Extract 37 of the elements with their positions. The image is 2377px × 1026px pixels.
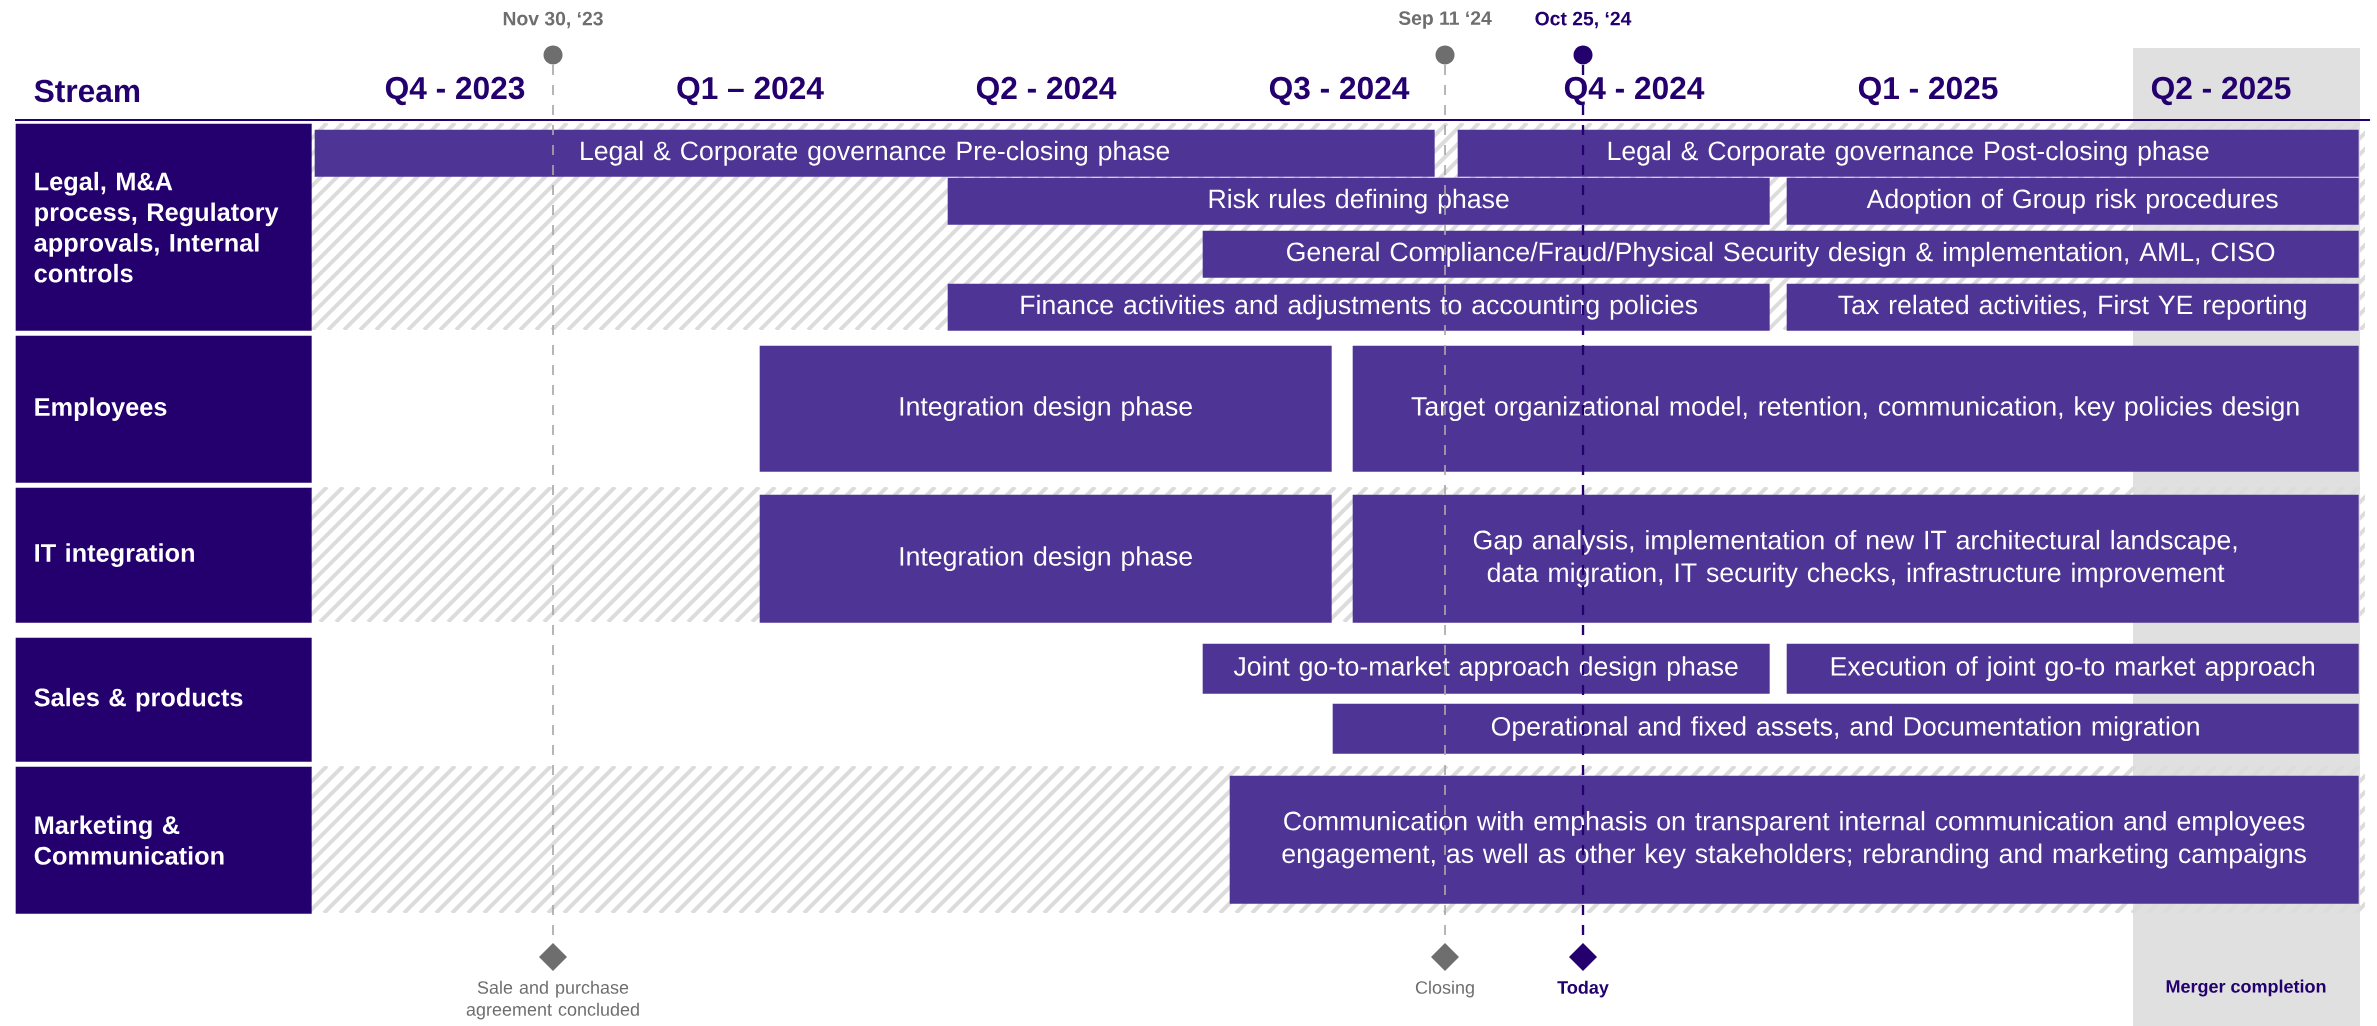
milestone-label: Sale and purchase agreement concluded (466, 980, 639, 1020)
node-label: Risk rules defining phase (1209, 188, 1509, 214)
milestone-label: Closing (1415, 980, 1474, 998)
task-bar: Gap analysis, implementation of new IT architectural landscape, data migration, IT security checks, infrastructure improvement (1352, 494, 2359, 623)
column-header: Q3 - 2024 (1269, 76, 1410, 106)
task-bar: Integration design phase (759, 345, 1332, 472)
stream-cell: Employees (15, 335, 312, 483)
milestone-label: Merger completion (2166, 979, 2326, 997)
milestone-label: Today (1557, 980, 1609, 998)
node-label: Adoption of Group risk procedures (1866, 188, 2278, 214)
task-bar: Legal & Corporate governance Pre-closing phase (314, 129, 1435, 177)
task-bar: General Compliance/Fraud/Physical Security design & implementation, AML, CISO (1202, 230, 2359, 278)
stream-cell: Sales & products (15, 637, 312, 762)
task-bar: Communication with emphasis on transparent internal communication and employees engagement, as well as other key stakeholders; rebranding and marketing campaigns (1229, 775, 2359, 904)
milestone-date: Sep 11 ‘24 (1398, 11, 1492, 29)
node-label: Legal & Corporate governance Post-closing phase (1608, 140, 2209, 166)
task-bar: Integration design phase (759, 494, 1332, 623)
task-bar: Operational and fixed assets, and Documentation migration (1332, 703, 2359, 754)
column-header: Q4 - 2023 (385, 76, 525, 106)
task-bar: Execution of joint go-to market approach (1786, 643, 2359, 694)
node-label: Legal, M&A process, Regulatory approvals, Internal controls (34, 171, 279, 283)
stream-cell: Marketing & Communication (15, 766, 312, 914)
task-bar: Joint go-to-market approach design phase (1202, 643, 1770, 694)
column-header: Q2 - 2025 (2151, 76, 2291, 106)
task-bar: Adoption of Group risk procedures (1786, 177, 2359, 225)
milestone-date: Oct 25, ‘24 (1535, 11, 1632, 29)
task-bar: Legal & Corporate governance Post-closing phase (1457, 129, 2359, 177)
milestone-date: Nov 30, ‘23 (503, 11, 603, 29)
column-header: Q2 - 2024 (976, 76, 1117, 106)
column-header: Q4 - 2024 (1564, 76, 1705, 106)
column-header: Q1 - 2025 (1858, 76, 1998, 106)
task-bar: Tax related activities, First YE reporting (1786, 283, 2359, 331)
task-bar: Finance activities and adjustments to accounting policies (947, 283, 1770, 331)
task-bar: Risk rules defining phase (947, 177, 1770, 225)
stream-cell: Legal, M&A process, Regulatory approvals, Internal controls (15, 123, 312, 331)
stream-cell: IT integration (15, 487, 312, 623)
task-bar: Target organizational model, retention, communication, key policies design (1352, 345, 2359, 472)
